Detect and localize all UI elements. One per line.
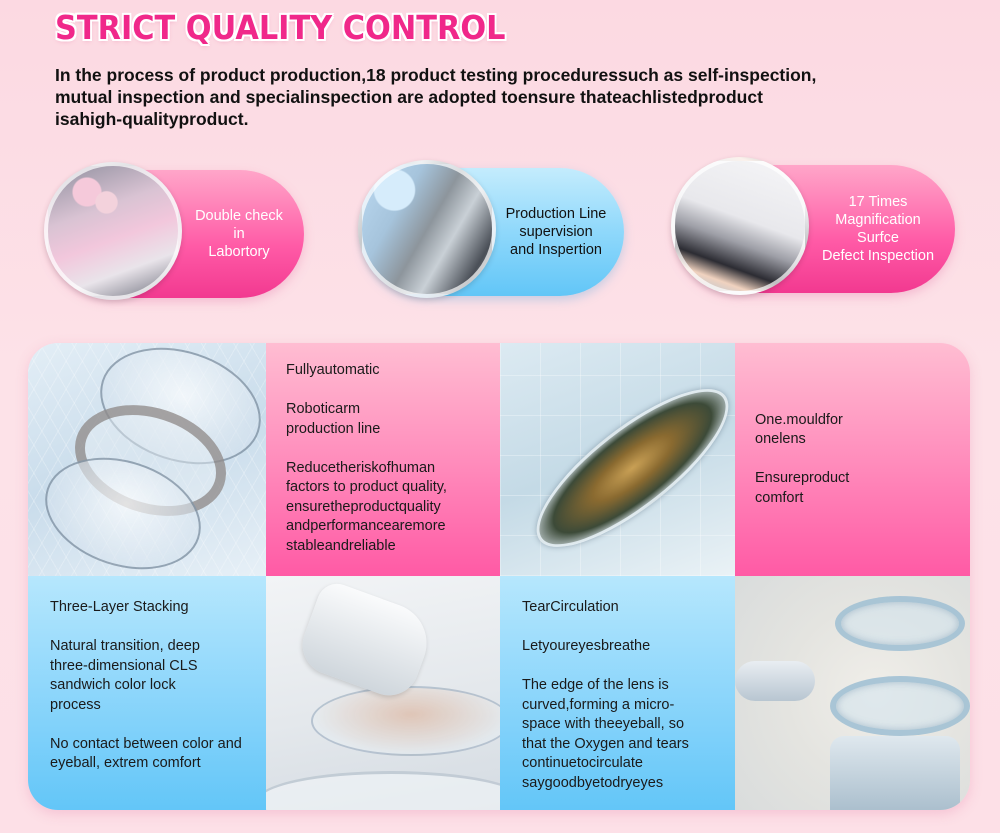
feature-robotic-arm: Fullyautomatic Roboticarm production lin… — [266, 343, 500, 576]
three-layer-lens-image — [28, 343, 266, 576]
feature-heading: Three-Layer Stacking — [50, 599, 189, 615]
laboratory-workers-photo — [44, 162, 182, 300]
feature-three-layer: Three-Layer Stacking Natural transition,… — [28, 576, 266, 810]
step-label: 17 Times Magnification Surfce Defect Ins… — [821, 194, 935, 264]
feature-grid: Fullyautomatic Roboticarm production lin… — [28, 343, 970, 810]
feature-subheading: Roboticarm production line — [286, 401, 381, 437]
feature-one-mould: One.mouldfor onelens Ensureproduct comfo… — [735, 343, 970, 576]
feature-heading: TearCirculation — [522, 599, 619, 615]
intro-line: In the process of product production,18 … — [55, 65, 817, 85]
step-production-line: Production Line supervision and Insperti… — [358, 160, 624, 298]
lens-mould-machine-image — [735, 576, 970, 810]
intro-text: In the process of product production,18 … — [55, 64, 855, 130]
feature-description: Reducetheriskofhuman factors to product … — [286, 459, 447, 554]
feature-subheading: Letyoureyesbreathe — [522, 638, 651, 654]
page-title: STRICT QUALITY CONTROL — [55, 8, 506, 47]
intro-line: isahigh-qualityproduct. — [55, 109, 249, 129]
feature-description: No contact between color and eyeball, ex… — [50, 735, 242, 772]
feature-description: Ensureproduct comfort — [755, 470, 850, 506]
feature-heading: Fullyautomatic — [286, 362, 380, 378]
step-label: Double check in Labortory — [195, 208, 283, 260]
feature-heading: One.mouldfor onelens — [755, 411, 843, 448]
feature-subheading: Natural transition, deep three-dimension… — [50, 638, 200, 713]
production-line-worker-photo — [358, 160, 496, 298]
magnification-inspection-photo — [671, 157, 809, 295]
robot-hand-lens-image — [266, 576, 500, 810]
lens-side-view-image — [500, 343, 735, 576]
feature-description: The edge of the lens is curved,forming a… — [522, 677, 689, 791]
feature-tear-circulation: TearCirculation Letyoureyesbreathe The e… — [500, 576, 735, 810]
intro-line: mutual inspection and specialinspection … — [55, 87, 763, 107]
step-magnification-inspection: 17 Times Magnification Surfce Defect Ins… — [671, 157, 955, 295]
step-label: Production Line supervision and Insperti… — [505, 206, 607, 258]
step-double-check: Double check in Labortory — [44, 162, 304, 300]
